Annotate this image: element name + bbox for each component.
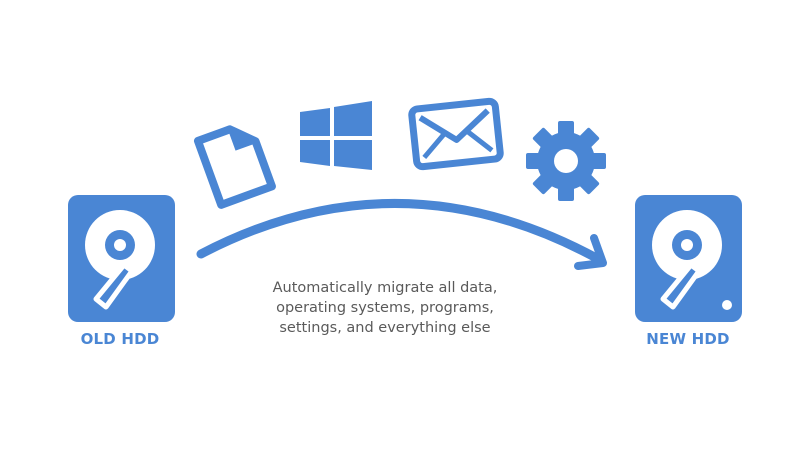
windows-logo-icon — [300, 101, 372, 170]
envelope-mail-icon — [408, 97, 504, 171]
caption-line-3: settings, and everything else — [279, 320, 491, 336]
caption-line-1: Automatically migrate all data, — [272, 280, 498, 296]
gear-settings-icon — [526, 121, 606, 201]
migration-arrow — [196, 198, 607, 270]
document-file-icon — [193, 125, 276, 209]
old-hdd-label: OLD HDD — [80, 330, 160, 348]
new-hdd-label: NEW HDD — [646, 330, 730, 348]
new-hdd-icon — [635, 195, 742, 322]
old-hdd-icon — [68, 195, 175, 322]
migration-caption: Automatically migrate all data, operatin… — [230, 278, 540, 338]
caption-line-2: operating systems, programs, — [276, 300, 494, 316]
